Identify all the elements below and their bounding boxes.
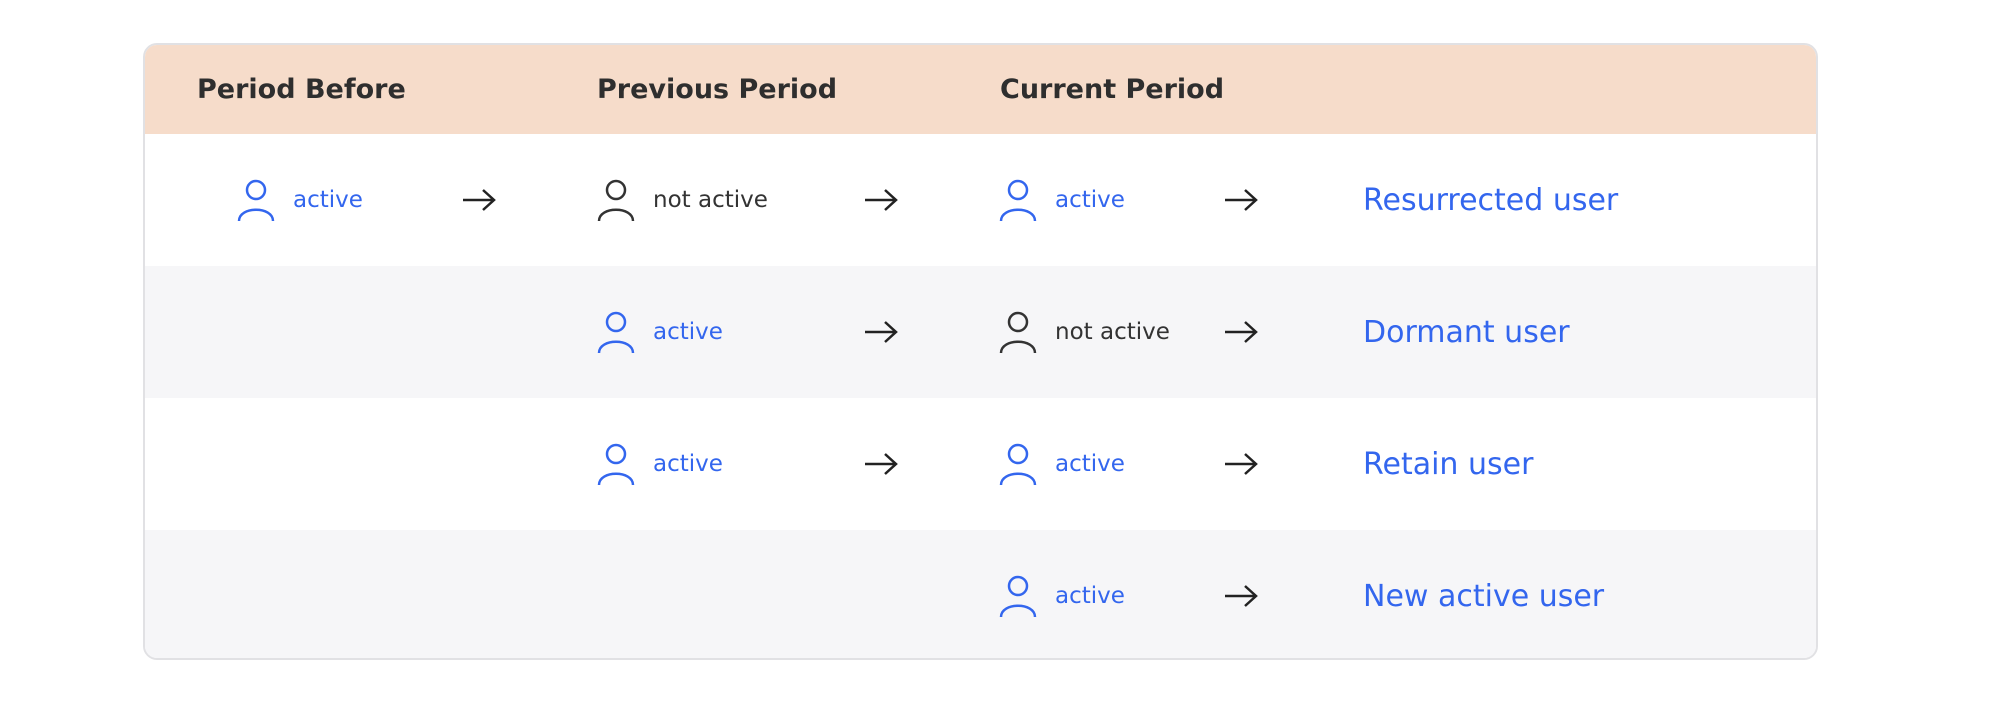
arrow-right-icon bbox=[1225, 189, 1258, 211]
status-cell: active bbox=[997, 134, 1125, 266]
result-cell: Dormant user bbox=[1363, 266, 1570, 398]
arrow-right-icon bbox=[1225, 321, 1258, 343]
header-previous-period: Previous Period bbox=[597, 74, 838, 105]
table-header: Period Before Previous Period Current Pe… bbox=[145, 45, 1816, 134]
person-icon bbox=[999, 443, 1037, 486]
status-label: active bbox=[653, 319, 723, 345]
table-row: active not active Dormant user bbox=[145, 266, 1816, 398]
status-label: not active bbox=[653, 187, 768, 213]
result-label: New active user bbox=[1363, 578, 1605, 614]
status-label: active bbox=[1055, 451, 1125, 477]
person-icon bbox=[597, 311, 635, 354]
status-label: active bbox=[1055, 187, 1125, 213]
status-label: active bbox=[653, 451, 723, 477]
status-cell: active bbox=[595, 266, 723, 398]
status-label: active bbox=[1055, 583, 1125, 609]
status-cell: active bbox=[997, 398, 1125, 530]
table-row: active not active active Resurrected use… bbox=[145, 134, 1816, 266]
person-icon bbox=[999, 311, 1037, 354]
arrow-right-icon bbox=[865, 189, 898, 211]
status-label: active bbox=[293, 187, 363, 213]
status-label: not active bbox=[1055, 319, 1170, 345]
user-lifecycle-table: Period Before Previous Period Current Pe… bbox=[143, 43, 1818, 660]
arrow-right-icon bbox=[1225, 453, 1258, 475]
arrow-right-icon bbox=[463, 189, 496, 211]
status-cell: active bbox=[595, 398, 723, 530]
status-cell: not active bbox=[595, 134, 768, 266]
person-icon bbox=[597, 443, 635, 486]
table-row: active New active user bbox=[145, 530, 1816, 658]
header-current-period: Current Period bbox=[1000, 74, 1225, 105]
result-cell: Retain user bbox=[1363, 398, 1533, 530]
person-icon bbox=[237, 179, 275, 222]
person-icon bbox=[999, 179, 1037, 222]
table-row: active active Retain user bbox=[145, 398, 1816, 530]
result-cell: New active user bbox=[1363, 530, 1605, 658]
header-period-before: Period Before bbox=[197, 74, 406, 105]
person-icon bbox=[999, 575, 1037, 618]
status-cell: active bbox=[235, 134, 363, 266]
arrow-right-icon bbox=[865, 321, 898, 343]
status-cell: active bbox=[997, 530, 1125, 658]
status-cell: not active bbox=[997, 266, 1170, 398]
arrow-right-icon bbox=[865, 453, 898, 475]
result-label: Dormant user bbox=[1363, 314, 1570, 350]
result-label: Retain user bbox=[1363, 446, 1534, 482]
result-cell: Resurrected user bbox=[1363, 134, 1618, 266]
person-icon bbox=[597, 179, 635, 222]
result-label: Resurrected user bbox=[1363, 182, 1619, 218]
arrow-right-icon bbox=[1225, 585, 1258, 607]
